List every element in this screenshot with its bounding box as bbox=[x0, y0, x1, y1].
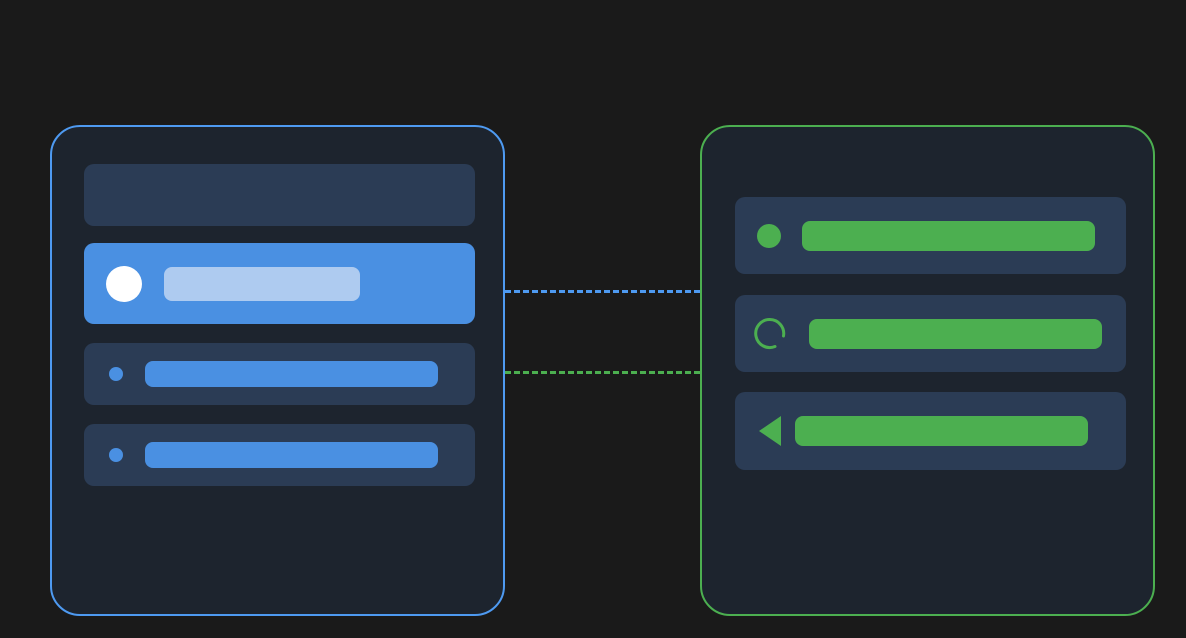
source-row-2[interactable] bbox=[84, 343, 475, 405]
target-row-2[interactable] bbox=[735, 295, 1126, 372]
small-dot-icon bbox=[84, 367, 123, 381]
filled-circle-icon bbox=[735, 223, 781, 248]
target-row-3-bar bbox=[795, 416, 1088, 446]
source-row-selected[interactable] bbox=[84, 243, 475, 324]
small-dot-icon bbox=[84, 448, 123, 462]
source-row-2-bar bbox=[145, 361, 438, 387]
triangle-left-icon bbox=[757, 416, 783, 446]
source-row-selected-bar bbox=[164, 266, 360, 301]
source-row-3[interactable] bbox=[84, 424, 475, 486]
target-row-1-bar bbox=[802, 220, 1095, 251]
connector-secondary bbox=[505, 371, 700, 374]
source-row-3-bar bbox=[145, 442, 438, 468]
source-header-placeholder bbox=[84, 164, 475, 226]
target-row-3[interactable] bbox=[735, 392, 1126, 470]
source-panel[interactable] bbox=[50, 125, 505, 616]
target-row-2-bar bbox=[809, 318, 1102, 349]
target-panel[interactable] bbox=[700, 125, 1155, 616]
target-row-1[interactable] bbox=[735, 197, 1126, 274]
connector-primary bbox=[505, 290, 700, 293]
filled-circle-icon bbox=[84, 265, 142, 302]
spinner-icon bbox=[751, 314, 791, 354]
